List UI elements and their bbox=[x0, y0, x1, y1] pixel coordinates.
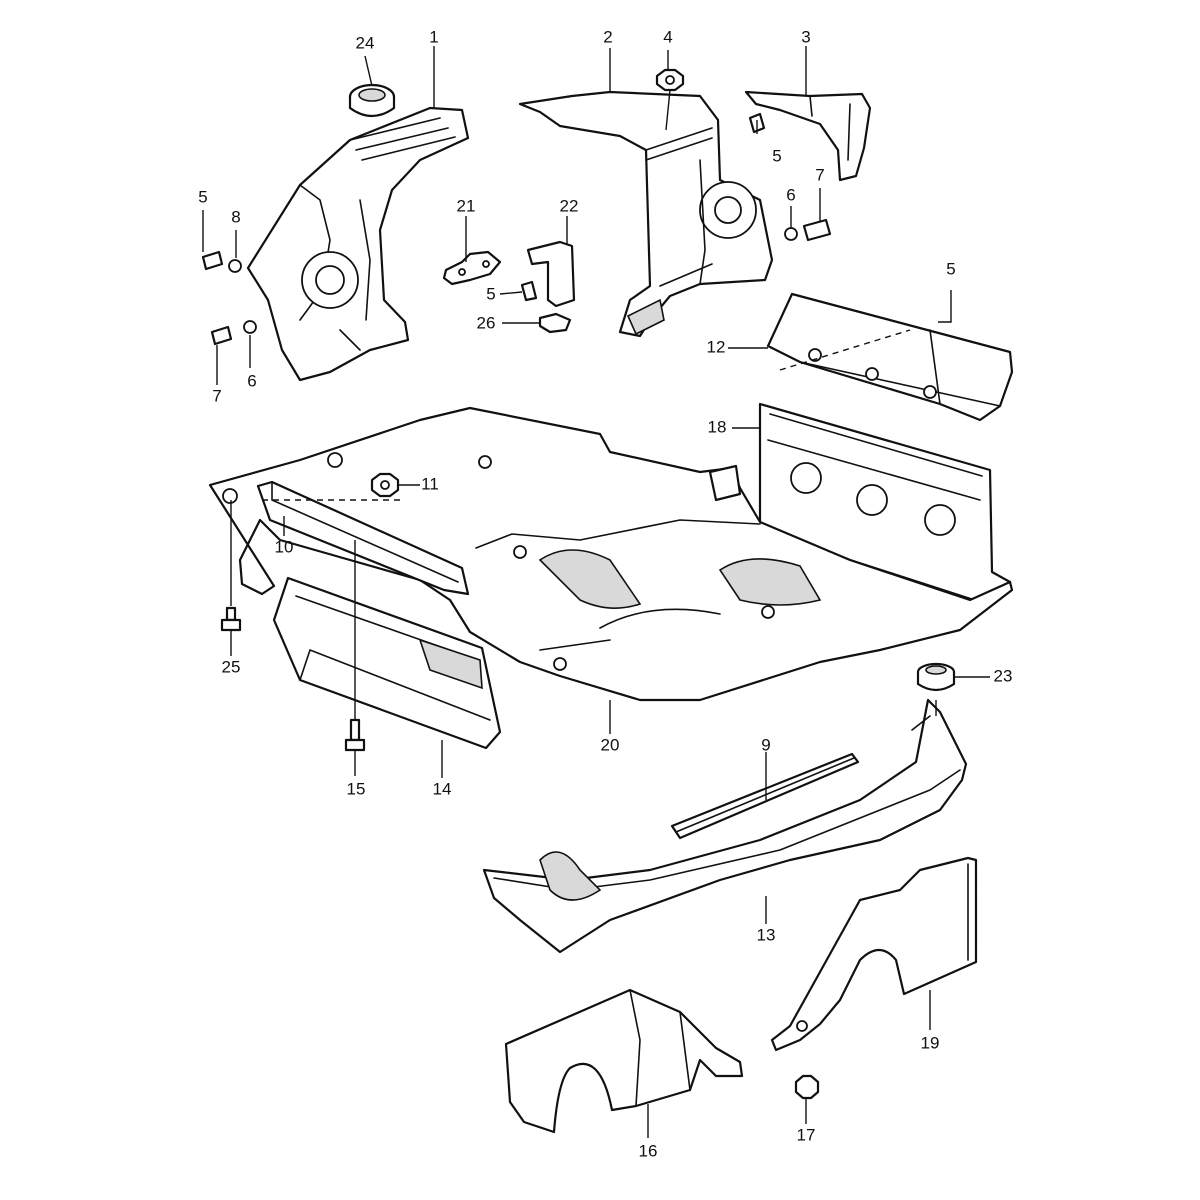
callout-5-upper-left: 5 bbox=[198, 187, 207, 206]
callout-11: 11 bbox=[421, 474, 439, 493]
callout-21: 21 bbox=[457, 196, 476, 215]
callout-9: 9 bbox=[761, 735, 770, 754]
leader-lines bbox=[202, 46, 990, 1138]
part-9-strip bbox=[670, 752, 860, 840]
callout-12: 12 bbox=[707, 337, 726, 356]
part-13-tray bbox=[482, 698, 968, 954]
part-25-bolt bbox=[220, 606, 242, 632]
left-fasteners bbox=[201, 250, 257, 346]
part-19-side-panel bbox=[770, 856, 978, 1052]
part-16-side-panel bbox=[504, 988, 744, 1134]
callout-1: 1 bbox=[429, 27, 438, 46]
part-24-grommet bbox=[348, 83, 396, 118]
callout-17: 17 bbox=[797, 1125, 816, 1144]
callout-18: 18 bbox=[708, 417, 727, 436]
callout-15: 15 bbox=[347, 779, 366, 798]
part-5-screw-center bbox=[520, 280, 538, 302]
part-26-clip-nut bbox=[538, 312, 572, 334]
part-3-corner-bracket bbox=[744, 90, 872, 182]
callout-19: 19 bbox=[921, 1033, 940, 1052]
part-10-front-rail bbox=[256, 480, 470, 596]
callout-7-left: 7 bbox=[212, 386, 221, 405]
callout-6-left: 6 bbox=[247, 371, 256, 390]
part-22-bracket bbox=[526, 240, 576, 308]
part-21-bracket bbox=[442, 250, 502, 286]
callout-25: 25 bbox=[222, 657, 241, 676]
right-fasteners bbox=[784, 218, 832, 242]
callout-20: 20 bbox=[601, 735, 620, 754]
part-23-cap bbox=[916, 662, 956, 692]
part-1-left-wheelhouse-panel bbox=[246, 106, 470, 382]
callout-22: 22 bbox=[560, 196, 579, 215]
part-14-lower-panel bbox=[272, 576, 502, 750]
part-4-nut bbox=[655, 68, 685, 92]
callout-13: 13 bbox=[757, 925, 776, 944]
callout-26: 26 bbox=[477, 313, 496, 332]
callout-10: 10 bbox=[275, 537, 294, 556]
callout-6-right: 6 bbox=[786, 185, 795, 204]
callout-7-right: 7 bbox=[815, 165, 824, 184]
part-15-bolt bbox=[344, 718, 366, 752]
part-11-nut bbox=[370, 472, 400, 498]
callout-14: 14 bbox=[433, 779, 452, 798]
callout-5-right-bracket: 5 bbox=[772, 146, 781, 165]
callout-4: 4 bbox=[663, 27, 672, 46]
callout-2: 2 bbox=[603, 27, 612, 46]
callout-24: 24 bbox=[356, 33, 375, 52]
callout-23: 23 bbox=[994, 666, 1013, 685]
part-12-cross-member bbox=[766, 292, 1014, 422]
callout-labels: 24 1 2 4 3 5 8 5 6 7 21 22 5 26 6 7 5 12… bbox=[198, 27, 1012, 1160]
part-2-center-bulkhead bbox=[518, 90, 774, 338]
callout-3: 3 bbox=[801, 27, 810, 46]
callout-5-right: 5 bbox=[946, 259, 955, 278]
callout-8: 8 bbox=[231, 207, 240, 226]
part-20-floor-pan bbox=[208, 406, 1014, 702]
callout-5-center: 5 bbox=[486, 284, 495, 303]
callout-16: 16 bbox=[639, 1141, 658, 1160]
part-17-nut bbox=[794, 1074, 820, 1100]
